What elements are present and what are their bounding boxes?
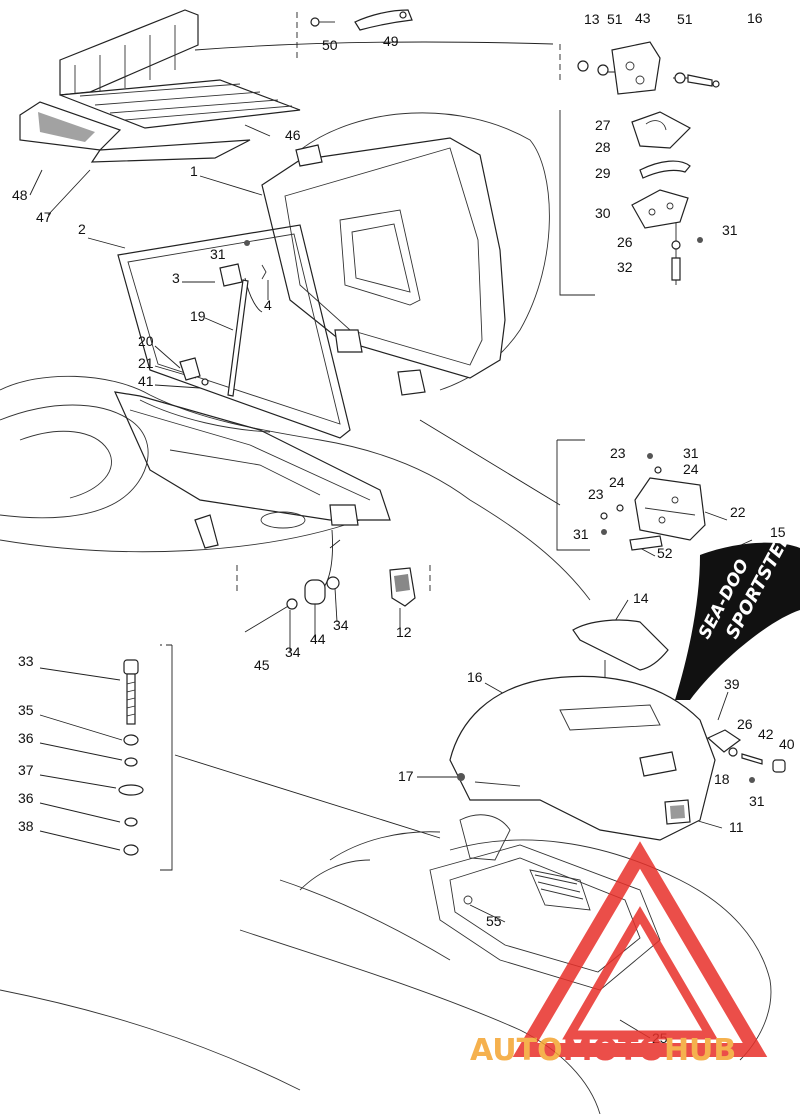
hull-front-section <box>113 391 391 549</box>
callout-21: 21 <box>138 355 154 371</box>
callout-26b: 26 <box>737 716 753 732</box>
callout-51b: 51 <box>677 11 693 27</box>
callout-36a: 36 <box>18 730 34 746</box>
callout-14: 14 <box>633 590 649 606</box>
gas-strut-19 <box>227 279 249 397</box>
callout-22: 22 <box>730 504 746 520</box>
callout-11: 11 <box>729 819 744 835</box>
hinge-3 <box>219 240 267 287</box>
callout-50: 50 <box>322 37 338 53</box>
bracket-22 <box>600 453 706 551</box>
callout-46: 46 <box>285 127 301 143</box>
callout-36b: 36 <box>18 790 34 806</box>
callout-31c: 31 <box>683 445 699 461</box>
callout-24a: 24 <box>683 461 699 477</box>
callout-17: 17 <box>398 768 414 784</box>
screw-50 <box>310 17 335 27</box>
callout-48: 48 <box>12 187 28 203</box>
callout-2: 2 <box>78 221 86 237</box>
storage-tub-25 <box>429 814 661 991</box>
callout-34b: 34 <box>285 644 301 660</box>
callout-31e: 31 <box>749 793 765 809</box>
callout-1: 1 <box>190 163 198 179</box>
callout-35: 35 <box>18 702 34 718</box>
callout-27: 27 <box>595 117 611 133</box>
callout-52: 52 <box>657 545 673 561</box>
storage-lid-1 <box>261 137 506 396</box>
rear-cover-16 <box>449 675 716 841</box>
callout-37: 37 <box>18 762 34 778</box>
callout-23b: 23 <box>588 486 604 502</box>
pad-14 <box>572 619 669 671</box>
callout-30: 30 <box>595 205 611 221</box>
callout-4: 4 <box>264 297 272 313</box>
watermark-text: AUTOMOTOHUB <box>470 1033 736 1068</box>
callout-16b: 16 <box>467 669 483 685</box>
callout-3: 3 <box>172 270 180 286</box>
callout-24b: 24 <box>609 474 625 490</box>
callout-44: 44 <box>310 631 326 647</box>
callout-29: 29 <box>595 165 611 181</box>
callout-18: 18 <box>714 771 730 787</box>
decal-15: SEA-DOO SPORTSTER <box>675 528 800 700</box>
callout-34a: 34 <box>333 617 349 633</box>
callout-19: 19 <box>190 308 206 324</box>
callout-28: 28 <box>595 139 611 155</box>
callout-51a: 51 <box>607 11 623 27</box>
callout-41: 41 <box>138 373 154 389</box>
callout-33: 33 <box>18 653 34 669</box>
callout-31b: 31 <box>210 246 226 262</box>
callout-32: 32 <box>617 259 633 275</box>
callout-39: 39 <box>724 676 740 692</box>
hull-outline <box>0 112 772 1114</box>
gasket-2 <box>117 224 351 439</box>
bracket-49 <box>354 9 413 31</box>
watermark-logo: AUTOMOTOHUB <box>470 841 768 1068</box>
clip-12 <box>389 567 416 607</box>
callout-49: 49 <box>383 33 399 49</box>
bolt-stack-33-38 <box>118 659 144 856</box>
callout-38: 38 <box>18 818 34 834</box>
callout-13: 13 <box>584 11 600 27</box>
latch-27-30 <box>631 111 703 281</box>
callout-15: 15 <box>770 524 786 540</box>
callout-55: 55 <box>486 913 502 929</box>
callout-40: 40 <box>779 736 795 752</box>
luggage-rack <box>19 9 301 163</box>
hinge-20-21-41 <box>179 357 209 386</box>
callout-31d: 31 <box>573 526 589 542</box>
callout-43: 43 <box>635 10 651 26</box>
callout-45: 45 <box>254 657 270 673</box>
callout-47: 47 <box>36 209 52 225</box>
callout-42: 42 <box>758 726 774 742</box>
callout-16a: 16 <box>747 10 763 26</box>
latch-43 <box>577 41 720 95</box>
bumper-44 <box>244 576 340 633</box>
callout-12: 12 <box>396 624 412 640</box>
callout-20: 20 <box>138 333 154 349</box>
callout-23a: 23 <box>610 445 626 461</box>
hardware-39-42 <box>706 729 786 783</box>
callout-26a: 26 <box>617 234 633 250</box>
callout-31a: 31 <box>722 222 738 238</box>
